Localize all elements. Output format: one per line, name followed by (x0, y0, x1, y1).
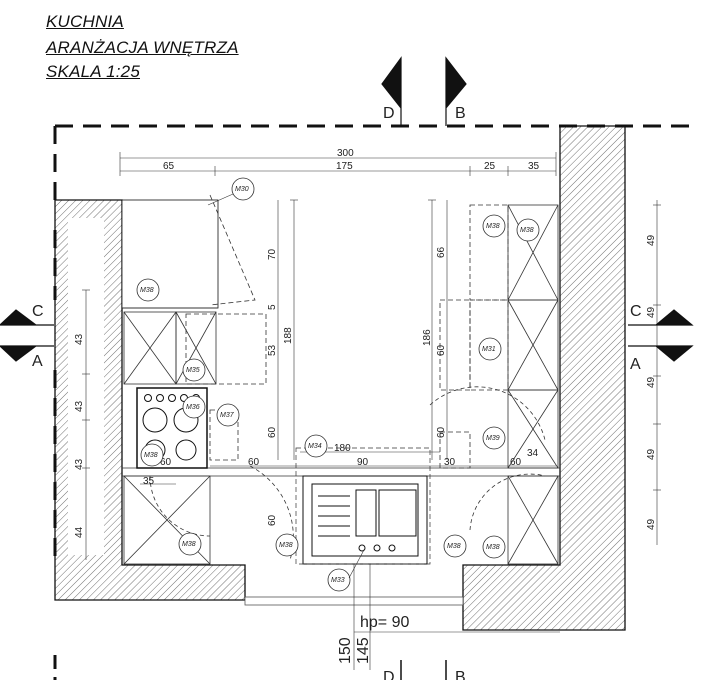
dim-v60c: 60 (436, 344, 447, 356)
tag-m38h: M38 (520, 227, 534, 234)
tag-m39b: M39 (486, 435, 500, 442)
tag-m30: M30 (235, 186, 249, 193)
tag-m37: M37 (220, 412, 235, 419)
dim-h180: 180 (334, 443, 351, 454)
section-label-top-d: D (383, 105, 395, 122)
dim-v53: 53 (267, 344, 278, 356)
dim-v186: 186 (422, 329, 433, 346)
drawing-subtitle: ARANŻACJA WNĘTRZA (46, 38, 239, 57)
tag-m38g: M38 (486, 223, 500, 230)
tag-m34: M34 (308, 443, 322, 450)
right-dimension-line (653, 200, 661, 545)
tag-m33: M33 (331, 577, 345, 584)
cooktop (136, 387, 208, 469)
section-label-left-c: C (32, 303, 44, 320)
dim-h90: 90 (357, 457, 369, 468)
dim-right-49a: 49 (646, 234, 657, 246)
tag-m38a: M38 (140, 287, 154, 294)
dim-h35: 35 (143, 476, 155, 487)
dim-left-43b: 43 (74, 400, 85, 412)
dim-top-25: 25 (484, 161, 496, 172)
tag-m38b: M38 (144, 452, 158, 459)
dim-h30: 30 (444, 457, 456, 468)
dim-right-49b: 49 (646, 306, 657, 318)
dim-v5: 5 (267, 304, 278, 310)
dim-v70: 70 (267, 248, 278, 260)
section-marker-right (628, 309, 694, 362)
dim-right-49c: 49 (646, 376, 657, 388)
dim-right-49d: 49 (646, 448, 657, 460)
section-marker-top-b (445, 56, 467, 126)
dim-top-35: 35 (528, 161, 540, 172)
dim-top-65: 65 (163, 161, 175, 172)
dim-left-43a: 43 (74, 333, 85, 345)
section-marker-top-d (381, 56, 402, 126)
tag-m36: M36 (186, 404, 200, 411)
dim-v66: 66 (436, 246, 447, 258)
equipment-tags (136, 177, 540, 592)
dim-top-total: 300 (337, 148, 354, 159)
left-dimension-line (82, 289, 90, 560)
dim-h60b: 60 (248, 457, 260, 468)
tag-m31: M31 (482, 346, 496, 353)
dim-right-49e: 49 (646, 518, 657, 530)
window-dimension-lines (353, 564, 560, 670)
section-label-right-c: C (630, 303, 642, 320)
dim-left-44: 44 (74, 526, 85, 538)
dim-v60b: 60 (267, 514, 278, 526)
dim-v60a: 60 (267, 426, 278, 438)
section-label-top-b: B (455, 105, 466, 122)
tag-m35: M35 (186, 367, 200, 374)
counter-center-dashed (295, 447, 431, 565)
dim-h34: 34 (527, 448, 539, 459)
dim-h60c: 60 (510, 457, 522, 468)
dim-h60a: 60 (160, 457, 172, 468)
sink (302, 475, 428, 565)
dim-v150: 150 (337, 637, 354, 664)
top-dimensions (119, 152, 557, 176)
section-label-right-a: A (630, 356, 641, 373)
window-height-label: hp= 90 (360, 614, 409, 631)
counter-dimension-lines (140, 451, 556, 485)
dim-v145: 145 (355, 637, 372, 664)
left-cabinets (121, 194, 294, 565)
drawing-scale: SKALA 1:25 (46, 62, 140, 81)
dim-top-175: 175 (336, 161, 353, 172)
dim-v188: 188 (283, 327, 294, 344)
tag-m38e: M38 (447, 543, 461, 550)
tag-m38c: M38 (182, 541, 196, 548)
tag-m38d: M38 (279, 542, 293, 549)
section-marker-bottom (400, 660, 447, 680)
drawing-title: KUCHNIA (46, 12, 124, 31)
section-label-bottom-d: D (383, 669, 395, 680)
dim-left-43c: 43 (74, 458, 85, 470)
right-wall (462, 125, 626, 631)
center-dimension-lines (277, 199, 448, 460)
section-label-bottom-b: B (455, 669, 466, 680)
section-marker-left (0, 309, 54, 362)
tag-m38f: M38 (486, 544, 500, 551)
right-cabinets (429, 204, 559, 565)
section-label-left-a: A (32, 353, 43, 370)
